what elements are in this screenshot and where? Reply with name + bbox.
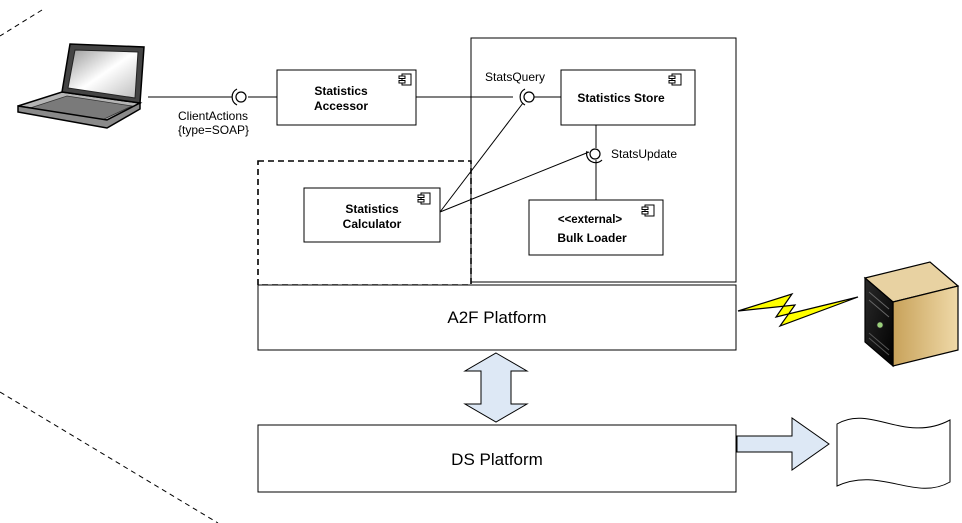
ds-platform-label: DS Platform: [451, 450, 543, 469]
client-actions-interface: [231, 88, 247, 106]
client-actions-type-label: {type=SOAP}: [178, 123, 249, 137]
wavy-document-icon: [836, 417, 951, 489]
output-arrow: [736, 417, 830, 471]
platform-double-arrow: [463, 352, 529, 423]
statistics-calculator-component: Statistics Calculator: [303, 187, 441, 243]
client-actions-label: ClientActions: [178, 109, 248, 123]
calculator-name-line2: Calculator: [343, 217, 402, 231]
stats-update-interface: [586, 148, 603, 164]
laptop-icon: [17, 43, 145, 129]
a2f-container-box: [470, 37, 737, 283]
bulk-loader-component: <<external> Bulk Loader: [528, 199, 664, 256]
stats-update-label: StatsUpdate: [611, 147, 677, 161]
bulk-loader-name: Bulk Loader: [557, 231, 627, 245]
server-icon: [863, 261, 960, 368]
connectors: [148, 96, 597, 213]
accessor-name-line1: Statistics: [314, 84, 368, 98]
lightning-icon: [737, 292, 859, 328]
calculator-name-line1: Statistics: [345, 202, 399, 216]
stats-query-interface: [519, 88, 535, 106]
bulk-loader-stereotype: <<external>: [558, 214, 623, 226]
system-boundary-dashed: [0, 9, 219, 523]
statistics-store-component: Statistics Store: [560, 69, 696, 126]
accessor-name-line2: Accessor: [314, 99, 368, 113]
a2f-platform-label: A2F Platform: [447, 308, 546, 327]
stats-query-label: StatsQuery: [485, 70, 545, 84]
store-name: Statistics Store: [577, 91, 665, 105]
ds-platform-box: [257, 424, 737, 493]
statistics-accessor-component: Statistics Accessor: [276, 69, 417, 126]
a2f-platform-box: [257, 284, 737, 351]
